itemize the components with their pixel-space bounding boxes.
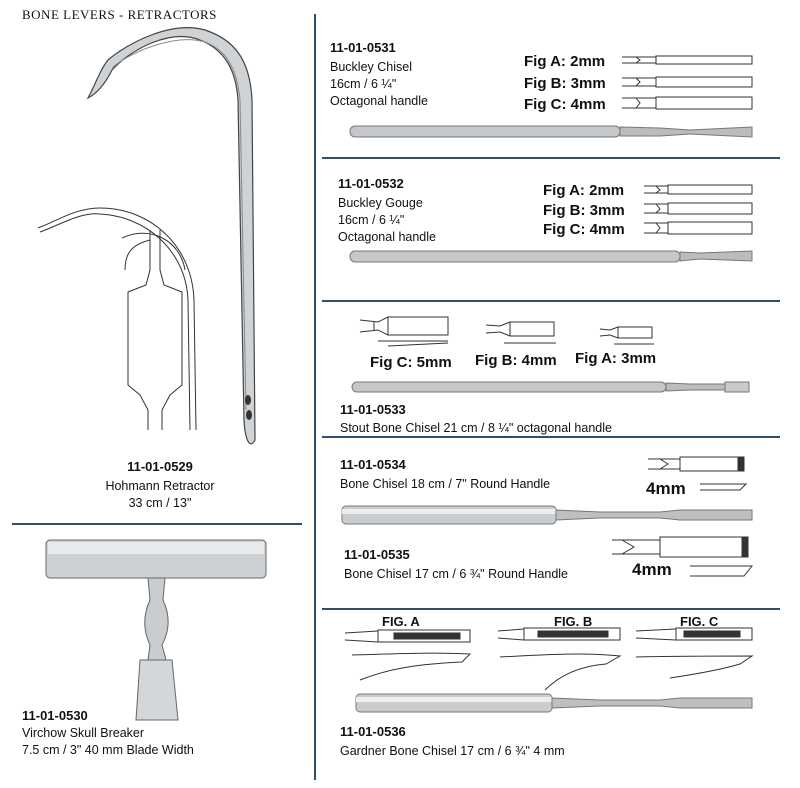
divider-3: [322, 436, 780, 438]
fig-label: Fig A: 2mm: [543, 182, 625, 199]
size-label: 4mm: [632, 560, 672, 579]
divider-1: [322, 157, 780, 159]
divider-4: [322, 608, 780, 610]
product-desc: Stout Bone Chisel 21 cm / 8 ¼" octagonal…: [340, 421, 612, 435]
divider-2: [322, 300, 780, 302]
product-code: 11-01-0535: [344, 547, 410, 562]
product-code: 11-01-0532: [338, 176, 404, 191]
product-desc: Gardner Bone Chisel 17 cm / 6 ¾" 4 mm: [340, 744, 565, 758]
product-code: 11-01-0533: [340, 402, 406, 417]
fig-label: Fig A: 3mm: [575, 350, 657, 367]
stout-chisel-image: [351, 316, 750, 393]
product-name: Buckley Chisel: [330, 60, 412, 74]
fig-label: FIG. B: [554, 614, 593, 629]
product-code: 11-01-0536: [340, 724, 406, 739]
bone-chisel-images: [341, 456, 754, 577]
fig-label: Fig C: 5mm: [370, 354, 452, 371]
buckley-gouge-image: [349, 184, 753, 263]
product-name: Virchow Skull Breaker: [22, 726, 145, 740]
fig-label: Fig B: 3mm: [543, 202, 625, 219]
fig-label: Fig C: 4mm: [543, 221, 625, 238]
fig-label: Fig B: 4mm: [475, 352, 557, 369]
product-code: 11-01-0531: [330, 40, 396, 55]
product-code: 11-01-0530: [22, 708, 88, 723]
gardner-chisel-image: [344, 627, 754, 713]
product-size: 16cm / 6 ¼": [330, 77, 397, 91]
product-handle: Octagonal handle: [330, 94, 428, 108]
product-name: Buckley Gouge: [338, 196, 423, 210]
fig-label: FIG. A: [382, 614, 420, 629]
fig-label: Fig C: 4mm: [524, 96, 606, 113]
product-desc: Bone Chisel 17 cm / 6 ¾" Round Handle: [344, 567, 569, 581]
hohmann-retractor-image: [37, 27, 256, 445]
vertical-divider: [314, 14, 316, 780]
page-title: BONE LEVERS - RETRACTORS: [22, 7, 217, 22]
fig-label: Fig A: 2mm: [524, 53, 606, 70]
product-size: 16cm / 6 ¼": [338, 213, 405, 227]
product-handle: Octagonal handle: [338, 230, 436, 244]
buckley-chisel-image: [349, 55, 753, 138]
fig-label: Fig B: 3mm: [524, 75, 606, 92]
size-label: 4mm: [646, 479, 686, 498]
product-code: 11-01-0529: [127, 459, 193, 474]
divider-left: [12, 523, 302, 525]
fig-label: FIG. C: [680, 614, 719, 629]
product-size: 33 cm / 13": [128, 496, 192, 510]
product-size: 7.5 cm / 3" 40 mm Blade Width: [22, 743, 194, 757]
skull-breaker-image: [45, 539, 267, 721]
product-code: 11-01-0534: [340, 457, 406, 472]
product-name: Hohmann Retractor: [105, 479, 215, 493]
product-desc: Bone Chisel 18 cm / 7" Round Handle: [340, 477, 551, 491]
